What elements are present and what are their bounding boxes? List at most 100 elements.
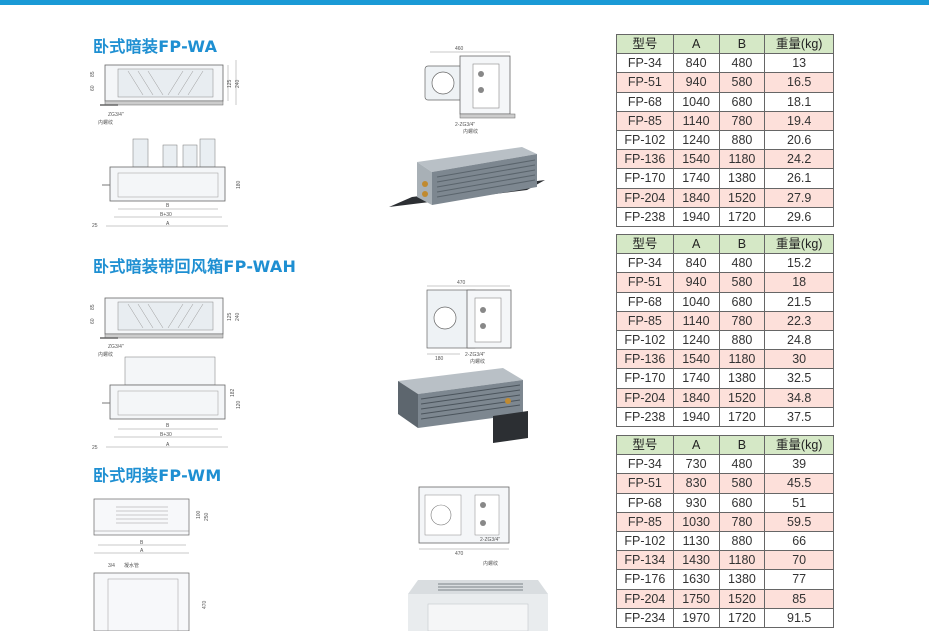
wm-dim-a: A: [140, 548, 144, 554]
cell-b: 480: [718, 53, 766, 74]
wa-plan-drawing: 180 B B+30 A 25: [88, 135, 248, 235]
cell-model: FP-51: [616, 272, 674, 293]
cell-a: 1740: [672, 368, 720, 389]
cell-b: 1180: [718, 149, 766, 170]
wah-dim-120: 120: [236, 400, 242, 409]
wm-dim-side-470: 470: [455, 551, 464, 557]
wa-pipe-note: 内螺纹: [98, 119, 113, 126]
cell-b: 1720: [718, 206, 766, 227]
cell-model: FP-204: [616, 387, 674, 408]
wah-dim-b: B: [166, 423, 170, 429]
wa-dim-25: 25: [92, 223, 98, 229]
wa-unit-photo: [387, 142, 547, 232]
cell-model: FP-68: [616, 291, 674, 312]
cell-b: 880: [718, 530, 766, 552]
section-title-wah: 卧式暗装带回风箱FP-WAH: [93, 257, 297, 276]
header-weight: 重量(kg): [764, 434, 834, 456]
cell-a: 1840: [672, 387, 720, 408]
wa-dim-a: A: [166, 221, 170, 227]
cell-a: 840: [672, 53, 720, 74]
cell-weight: 27.9: [764, 187, 834, 208]
cell-weight: 66: [764, 530, 834, 552]
wah-dim-85: 85: [90, 304, 96, 310]
header-model: 型号: [616, 434, 674, 456]
wm-dim-100: 100: [196, 510, 202, 519]
table-header-row: 型号 A B 重量(kg): [616, 434, 834, 456]
cell-weight: 91.5: [764, 607, 834, 628]
cell-b: 880: [718, 129, 766, 151]
cell-weight: 77: [764, 569, 834, 590]
cell-a: 1140: [672, 110, 720, 131]
wm-dim-250: 250: [204, 512, 210, 521]
section-title-wm: 卧式明装FP-WM: [93, 466, 222, 485]
cell-model: FP-51: [616, 473, 674, 494]
cell-a: 840: [672, 253, 720, 274]
cell-weight: 26.1: [764, 168, 834, 189]
cell-model: FP-176: [616, 569, 674, 590]
cell-b: 680: [718, 91, 766, 112]
cell-a: 1040: [672, 291, 720, 312]
cell-model: FP-204: [616, 588, 674, 609]
header-weight: 重量(kg): [764, 33, 834, 55]
wah-side-pipe: 2-ZG3/4": [465, 352, 485, 358]
cell-model: FP-68: [616, 91, 674, 112]
cell-model: FP-102: [616, 129, 674, 151]
cell-weight: 70: [764, 550, 834, 571]
wm-dim-470: 470: [202, 600, 208, 609]
cell-b: 1720: [718, 406, 766, 427]
wa-pipe-label: ZG3/4": [108, 112, 124, 118]
cell-model: FP-136: [616, 349, 674, 370]
header-model: 型号: [616, 233, 674, 255]
wm-unit-photo: [398, 574, 558, 631]
cell-a: 1540: [672, 349, 720, 370]
cell-model: FP-34: [616, 53, 674, 74]
cell-model: FP-85: [616, 511, 674, 532]
wa-dim-85: 85: [90, 71, 96, 77]
cell-b: 880: [718, 329, 766, 351]
header-b: B: [718, 33, 766, 55]
cell-weight: 18: [764, 272, 834, 293]
cell-model: FP-136: [616, 149, 674, 170]
wm-note-drain: 凝水管: [124, 562, 139, 569]
header-a: A: [672, 434, 720, 456]
wah-dim-180: 180: [435, 356, 444, 362]
cell-a: 930: [672, 492, 720, 513]
wah-dim-a: A: [166, 442, 170, 448]
wa-side-drawing: 460 2-ZG3/4" 内螺纹: [415, 42, 525, 137]
header-b: B: [718, 233, 766, 255]
cell-weight: 24.2: [764, 149, 834, 170]
cell-b: 680: [718, 492, 766, 513]
cell-a: 1630: [672, 569, 720, 590]
header-a: A: [672, 33, 720, 55]
wah-dim-470: 470: [457, 280, 466, 286]
wa-dim-460: 460: [455, 46, 464, 52]
cell-a: 1540: [672, 149, 720, 170]
cell-weight: 85: [764, 588, 834, 609]
cell-weight: 15.2: [764, 253, 834, 274]
cell-a: 1840: [672, 187, 720, 208]
cell-b: 1520: [718, 387, 766, 408]
cell-weight: 30: [764, 349, 834, 370]
cell-b: 780: [718, 511, 766, 532]
wm-dim-b: B: [140, 540, 144, 546]
cell-model: FP-85: [616, 110, 674, 131]
cell-model: FP-238: [616, 206, 674, 227]
cell-b: 480: [718, 253, 766, 274]
cell-weight: 19.4: [764, 110, 834, 131]
wah-dim-125: 125: [227, 312, 233, 321]
cell-b: 1180: [718, 550, 766, 571]
cell-weight: 34.8: [764, 387, 834, 408]
cell-b: 1720: [718, 607, 766, 628]
wah-dim-60: 60: [90, 318, 96, 324]
cell-weight: 18.1: [764, 91, 834, 112]
